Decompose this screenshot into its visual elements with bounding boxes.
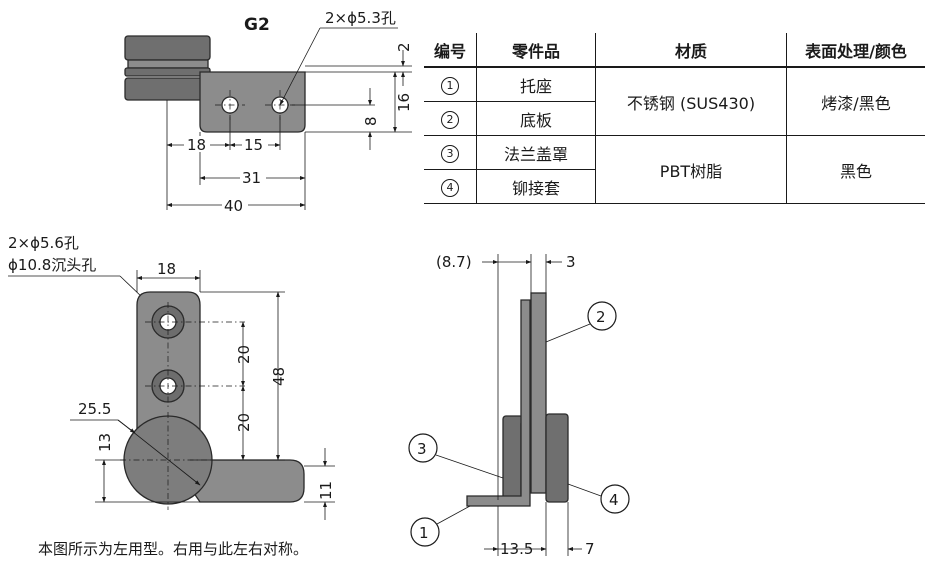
row-material: 不锈钢 (SUS430) xyxy=(595,67,787,136)
base-plate-side-shape xyxy=(530,292,547,494)
top-view: G2 2×ϕ5.3孔 2 16 8 xyxy=(124,9,413,215)
dim-front-25-5: 25.5 xyxy=(78,400,111,418)
dim-side-7: 7 xyxy=(585,540,595,558)
dim-top-15: 15 xyxy=(244,136,263,154)
front-hole-label-1: 2×ϕ5.6孔 xyxy=(8,234,79,252)
flange-cover-side-shape xyxy=(502,415,524,501)
bracket-plate-shape xyxy=(199,71,306,133)
dim-top-18: 18 xyxy=(187,136,206,154)
dim-top-31: 31 xyxy=(242,169,261,187)
row-number: 2 xyxy=(441,111,459,129)
dim-front-48: 48 xyxy=(270,367,288,386)
callout-1-label: 1 xyxy=(419,524,429,542)
table-row: 1 托座 不锈钢 (SUS430) 烤漆/黑色 xyxy=(424,67,925,136)
table-row: 2 底板 xyxy=(424,101,925,136)
header-material: 材质 xyxy=(595,33,787,68)
row-part-name: 法兰盖罩 xyxy=(476,135,596,170)
front-hole-label-2: ϕ10.8沉头孔 xyxy=(8,256,96,274)
callout-4-circle xyxy=(600,484,630,514)
callout-1-circle xyxy=(410,517,440,547)
flange-cap-shape xyxy=(124,35,211,61)
dim-front-13: 13 xyxy=(96,433,114,452)
callout-2-circle xyxy=(587,301,617,331)
dim-side-8-7: (8.7) xyxy=(436,253,472,271)
dim-front-18: 18 xyxy=(157,260,176,278)
dim-front-11: 11 xyxy=(317,481,335,500)
row-number: 3 xyxy=(441,145,459,163)
dim-front-20b: 20 xyxy=(235,413,253,432)
table-row: 3 法兰盖罩 PBT树脂 黑色 xyxy=(424,135,925,204)
cap-base-shape xyxy=(124,77,211,101)
row-part-name: 底板 xyxy=(476,101,596,136)
dim-side-3: 3 xyxy=(566,253,576,271)
row-number: 1 xyxy=(441,77,459,95)
header-part-name: 零件品 xyxy=(476,33,596,68)
cap-ring2-shape xyxy=(124,67,211,77)
row-part-name: 托座 xyxy=(476,67,596,102)
header-finish-color: 表面处理/颜色 xyxy=(786,33,925,68)
callout-3-label: 3 xyxy=(417,440,427,458)
model-label: G2 xyxy=(244,15,270,35)
front-view: 2×ϕ5.6孔 ϕ10.8沉头孔 18 20 20 48 xyxy=(8,234,335,520)
dim-front-20a: 20 xyxy=(235,345,253,364)
callout-3-circle xyxy=(408,433,438,463)
row-number: 4 xyxy=(441,179,459,197)
dim-top-2: 2 xyxy=(395,42,413,52)
dim-side-13-5: 13.5 xyxy=(500,540,533,558)
rivet-sleeve-side-shape xyxy=(545,413,569,503)
handedness-note: 本图所示为左用型。右用与此左右对称。 xyxy=(38,540,309,558)
side-view: (8.7) 3 13.5 7 2 3 4 1 xyxy=(408,253,630,558)
dim-top-40: 40 xyxy=(224,197,243,215)
row-part-name: 铆接套 xyxy=(476,169,596,204)
dim-top-16: 16 xyxy=(395,93,413,112)
callout-4-label: 4 xyxy=(609,491,619,509)
dim-top-8: 8 xyxy=(362,116,380,126)
cap-ring-shape xyxy=(127,59,209,69)
row-finish: 黑色 xyxy=(786,135,925,204)
parts-spec-table: 编号 零件品 材质 表面处理/颜色 1 托座 不锈钢 (SUS430) 烤漆/黑… xyxy=(424,33,925,204)
table-row: 4 铆接套 xyxy=(424,169,925,204)
row-material: PBT树脂 xyxy=(595,135,787,204)
header-number: 编号 xyxy=(424,33,477,68)
bracket-side-shape xyxy=(466,299,531,507)
row-finish: 烤漆/黑色 xyxy=(786,67,925,136)
top-hole-label: 2×ϕ5.3孔 xyxy=(325,9,396,27)
callout-2-label: 2 xyxy=(596,308,606,326)
